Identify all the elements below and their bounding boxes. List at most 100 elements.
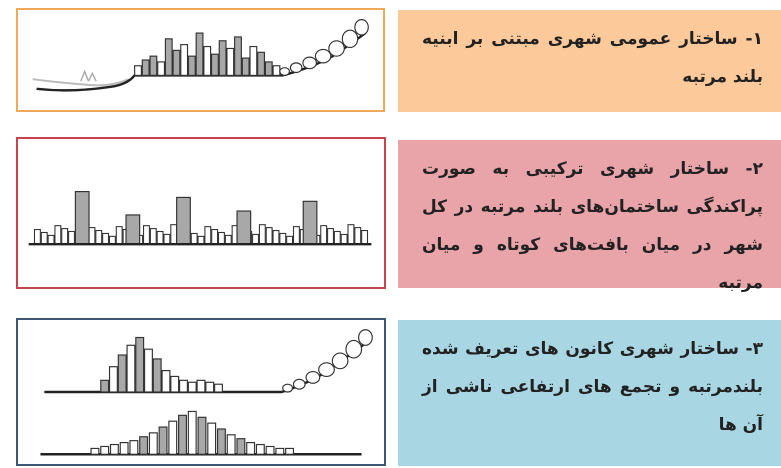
building <box>255 443 265 455</box>
building <box>119 442 129 455</box>
low-building <box>170 224 178 245</box>
low-building <box>252 233 259 245</box>
skyline-sketch-2 <box>16 137 386 289</box>
description-3: ۳- ساختار شهری کانون های تعریف شده بلندم… <box>398 320 781 466</box>
house-dome <box>345 339 363 359</box>
building <box>275 447 285 455</box>
building <box>168 420 178 455</box>
building <box>203 45 212 76</box>
house-dome <box>314 48 332 64</box>
building <box>196 379 206 393</box>
building <box>134 65 142 76</box>
row-2: ۲- ساختار شهری ترکیبی به صورت پراکندگی س… <box>0 137 781 293</box>
building <box>234 36 242 76</box>
building <box>187 55 196 76</box>
description-1: ۱- ساختار عمومی شهری مبتنی بر ابنیه بلند… <box>398 10 781 112</box>
cluster-upper-3 <box>100 336 223 393</box>
low-building <box>149 228 157 245</box>
building <box>108 366 118 393</box>
building <box>90 447 100 455</box>
skyline-sketch-3 <box>16 318 386 466</box>
building <box>172 49 181 76</box>
building <box>148 432 158 455</box>
low-building <box>347 224 355 245</box>
hill-houses-3 <box>282 329 373 393</box>
building <box>205 381 215 393</box>
building <box>214 383 223 393</box>
building <box>257 51 266 76</box>
house-dome <box>354 19 369 36</box>
building <box>164 38 173 76</box>
building <box>180 44 189 76</box>
row-3: ۳- ساختار شهری کانون های تعریف شده بلندم… <box>0 318 781 468</box>
low-building <box>224 234 232 245</box>
high-rise-cluster-1 <box>134 32 281 76</box>
low-building <box>333 230 341 245</box>
building <box>161 370 171 393</box>
tower <box>74 190 90 245</box>
building <box>187 410 197 455</box>
building <box>197 416 207 455</box>
house-dome <box>341 29 359 49</box>
building <box>216 428 226 455</box>
low-building <box>33 229 41 245</box>
low-building <box>143 225 150 245</box>
house-dome <box>302 56 317 70</box>
low-building <box>190 232 198 245</box>
low-building <box>204 226 212 245</box>
building <box>170 375 180 393</box>
building <box>100 379 110 393</box>
low-building <box>115 226 123 245</box>
building <box>141 59 150 76</box>
house-dome <box>289 62 303 74</box>
item-number-3: ۳- <box>745 339 763 359</box>
item-text-3: ساختار شهری کانون های تعریف شده بلندمرتب… <box>422 339 763 435</box>
building <box>285 447 295 455</box>
building <box>195 32 204 76</box>
low-building <box>258 224 266 245</box>
low-building <box>279 232 287 245</box>
building <box>264 61 273 76</box>
building <box>157 61 166 76</box>
low-building <box>88 227 96 245</box>
low-building <box>354 227 362 245</box>
building <box>249 45 258 76</box>
tower <box>125 214 141 245</box>
description-2: ۲- ساختار شهری ترکیبی به صورت پراکندگی س… <box>398 140 781 293</box>
cluster-lower-3 <box>90 410 295 455</box>
building <box>187 381 197 393</box>
skyline-drawing-3 <box>40 329 373 456</box>
building <box>226 47 235 76</box>
building <box>241 57 250 76</box>
tower <box>236 210 252 245</box>
building <box>126 344 136 393</box>
row-1: ۱- ساختار عمومی شهری مبتنی بر ابنیه بلند… <box>0 8 781 112</box>
layer-ghost-1 <box>32 69 130 87</box>
hill-houses-1 <box>279 19 369 76</box>
building <box>152 358 162 393</box>
high-rise-towers-2 <box>74 190 318 245</box>
house-dome <box>292 378 306 390</box>
low-building <box>40 231 48 245</box>
building <box>207 422 217 455</box>
low-building <box>292 226 300 245</box>
building <box>265 445 275 455</box>
low-building <box>47 234 55 245</box>
low-building <box>61 228 69 245</box>
building <box>246 442 256 455</box>
building <box>178 414 187 455</box>
low-building <box>217 231 225 245</box>
low-building <box>95 229 103 245</box>
low-building <box>327 228 334 245</box>
building <box>143 348 153 393</box>
low-building <box>361 229 369 245</box>
house-dome <box>282 383 294 393</box>
building <box>236 438 246 455</box>
building <box>272 65 281 76</box>
house-dome <box>318 362 335 378</box>
building <box>100 445 110 455</box>
item-number-2: ۲- <box>745 159 763 179</box>
building <box>129 440 139 455</box>
low-building <box>272 229 280 245</box>
house-dome <box>358 329 373 346</box>
